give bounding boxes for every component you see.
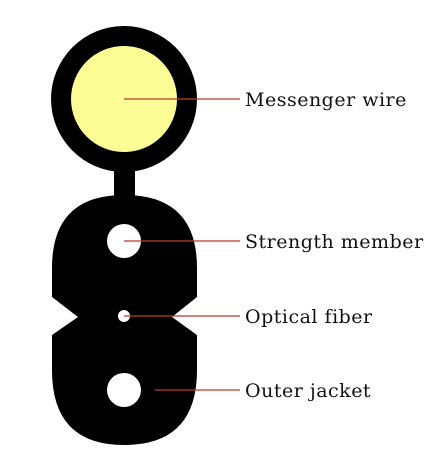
label-strength-member: Strength member (245, 231, 424, 253)
connecting-neck (114, 168, 135, 200)
label-outer-jacket: Outer jacket (245, 380, 371, 402)
label-optical-fiber: Optical fiber (245, 306, 373, 328)
label-messenger-wire: Messenger wire (245, 89, 407, 111)
strength-member-hole-bottom (107, 373, 141, 407)
